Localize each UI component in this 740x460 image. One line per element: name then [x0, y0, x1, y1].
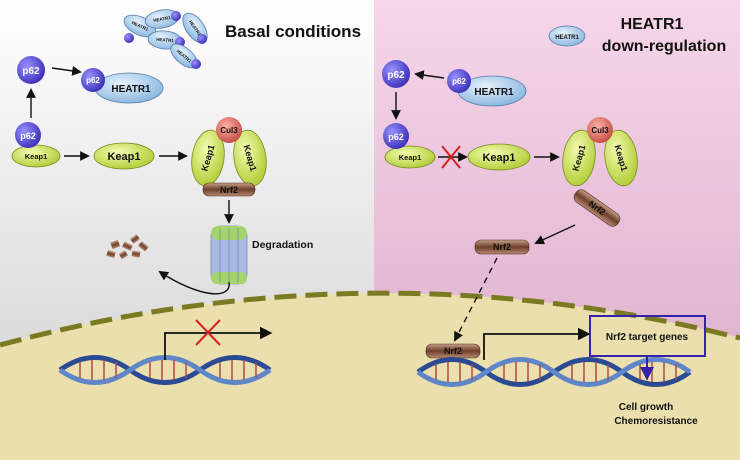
left-panel-title: Basal conditions [225, 22, 361, 41]
right-panel-title-line2: down-regulation [602, 38, 726, 55]
cul3-label: Cul3 [591, 126, 609, 135]
p62-label: p62 [20, 131, 36, 141]
nrf2-label: Nrf2 [220, 185, 238, 195]
right-p62-top: p62 [382, 60, 410, 88]
proteasome [210, 225, 248, 285]
p62-label: p62 [86, 76, 100, 85]
svg-text:HEATR1: HEATR1 [153, 15, 172, 23]
left-p62-top: p62 [17, 56, 45, 84]
keap1-label: Keap1 [25, 152, 48, 161]
nrf2-label: Nrf2 [493, 242, 511, 252]
left-p62-keap1-complex: p62 Keap1 [11, 122, 61, 168]
heatr1-cluster-protein: HEATR1 [144, 9, 180, 29]
arrow-nrf2-release [534, 224, 576, 245]
left-transcription-arrow [164, 326, 273, 360]
degradation-label: Degradation [252, 239, 313, 251]
right-cul3-keap1-complex: Keap1 Keap1 Cul3 [562, 117, 638, 187]
outcome-line1: Cell growth [619, 402, 673, 413]
keap1-label: Keap1 [482, 152, 515, 164]
right-released-nrf2: Nrf2 [573, 189, 621, 227]
right-transcription-arrow [483, 327, 591, 360]
arrow-to-fragments [158, 270, 230, 295]
p62-label: p62 [387, 70, 405, 81]
p62-label: p62 [452, 77, 466, 86]
heatr1-label: HEATR1 [474, 87, 514, 98]
peptide-fragments [106, 234, 149, 260]
right-panel-title-line1: HEATR1 [621, 16, 684, 33]
cul3-label: Cul3 [220, 126, 238, 135]
p62-label: p62 [388, 132, 404, 142]
right-block-cross [441, 145, 461, 169]
heatr1-label: HEATR1 [111, 84, 151, 95]
keap1-label: Keap1 [399, 153, 422, 162]
arrow-heatr1-to-p62 [414, 70, 445, 80]
left-p62-heatr1-complex: p62 HEATR1 [81, 68, 164, 104]
right-p62-heatr1-complex: p62 HEATR1 [447, 69, 527, 107]
right-p62-keap1-complex: p62 Keap1 [383, 123, 436, 169]
heatr1-label: HEATR1 [555, 35, 579, 41]
right-nuclear-nrf2: Nrf2 [425, 343, 481, 359]
p62-label: p62 [22, 66, 40, 77]
right-free-keap1: Keap1 [467, 143, 531, 171]
heatr1-cluster: HEATR1 HEATR1 HEATR1 HEATR1 HEATR1 [123, 9, 208, 69]
outcome-line2: Chemoresistance [614, 416, 698, 427]
right-cytoplasmic-nrf2: Nrf2 [474, 239, 530, 255]
right-heatr1-single: HEATR1 [548, 25, 586, 47]
target-genes-label: Nrf2 target genes [606, 332, 689, 343]
keap1-label: Keap1 [107, 151, 140, 163]
left-block-cross [195, 319, 221, 346]
arrow-nrf2-translocation [454, 257, 498, 342]
arrow-p62-to-heatr1 [51, 66, 82, 76]
left-free-keap1: Keap1 [93, 142, 155, 170]
left-cul3-keap1-nrf2-complex: Keap1 Keap1 Cul3 Nrf2 [191, 117, 267, 197]
nrf2-label: Nrf2 [444, 346, 462, 356]
svg-text:HEATR1: HEATR1 [156, 37, 175, 44]
